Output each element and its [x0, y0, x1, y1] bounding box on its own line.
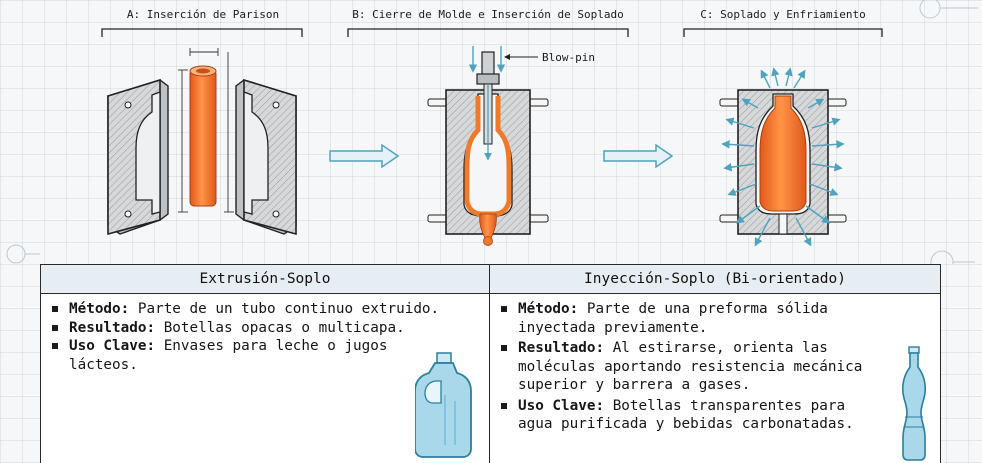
- list-item: Resultado: Al estirarse, orienta las mol…: [498, 339, 926, 395]
- flow-arrow-b-c: [603, 143, 674, 169]
- item-key: Método:: [518, 301, 579, 317]
- stage-c-bracket: [683, 28, 883, 37]
- item-key: Resultado:: [69, 319, 156, 336]
- extrusion-column: Extrusión-Soplo Método: Parte de un tubo…: [41, 265, 490, 463]
- cooling-arrows: [721, 67, 845, 247]
- list-item: Método: Parte de una preforma sólida iny…: [498, 300, 926, 337]
- blow-pin: [476, 51, 500, 161]
- injection-column: Inyección-Soplo (Bi-orientado) Método: P…: [490, 265, 940, 463]
- item-text: Parte de una preforma sólida inyectada p…: [518, 301, 828, 336]
- extrusion-header: Extrusión-Soplo: [41, 265, 489, 294]
- stage-a-mold-left: [107, 78, 169, 236]
- blow-pin-arrows: [468, 46, 506, 73]
- comparison-table: Extrusión-Soplo Método: Parte de un tubo…: [40, 264, 941, 463]
- stage-b-bracket: [347, 28, 629, 37]
- flow-arrow-a-b: [329, 143, 400, 169]
- soda-bottle-icon: [901, 346, 927, 461]
- parison-dimension-lines: [178, 48, 234, 213]
- list-item: Resultado: Botellas opacas o multicapa.: [49, 319, 475, 338]
- item-text: Al estirarse, orienta las moléculas apor…: [518, 340, 863, 393]
- stage-c-title: C: Soplado y Enfriamiento: [700, 8, 866, 21]
- item-key: Método:: [69, 301, 130, 317]
- list-item: Uso Clave: Envases para leche o jugos lá…: [49, 337, 475, 374]
- injection-list: Método: Parte de una preforma sólida iny…: [490, 294, 940, 434]
- stage-a-mold-right: [235, 78, 297, 236]
- process-diagram: A: Inserción de Parison B: Cierre de Mol…: [6, 0, 978, 264]
- stage-a-title: A: Inserción de Parison: [127, 8, 279, 21]
- list-item: Método: Parte de un tubo continuo extrui…: [49, 300, 475, 319]
- item-text: Envases para leche o jugos lácteos.: [69, 338, 388, 373]
- item-key: Uso Clave:: [518, 397, 605, 414]
- stage-c-mold: [719, 89, 847, 235]
- list-item: Uso Clave: Botellas transparentes para a…: [498, 397, 926, 434]
- item-text: Botellas opacas o multicapa.: [163, 319, 405, 336]
- stage-a-bracket: [101, 28, 303, 37]
- milk-jug-icon: [415, 352, 472, 458]
- stage-b-title: B: Cierre de Molde e Inserción de Soplad…: [352, 8, 624, 21]
- injection-header: Inyección-Soplo (Bi-orientado): [490, 265, 940, 294]
- item-text: Parte de un tubo continuo extruido.: [137, 301, 440, 317]
- item-key: Uso Clave:: [69, 338, 156, 354]
- item-text: Botellas transparentes para agua purific…: [518, 397, 854, 433]
- decorative-marks: [6, 0, 978, 264]
- extrusion-list: Método: Parte de un tubo continuo extrui…: [41, 294, 489, 374]
- parison: [189, 65, 217, 207]
- item-key: Resultado:: [518, 340, 605, 356]
- blow-pin-label: Blow-pin: [542, 51, 595, 64]
